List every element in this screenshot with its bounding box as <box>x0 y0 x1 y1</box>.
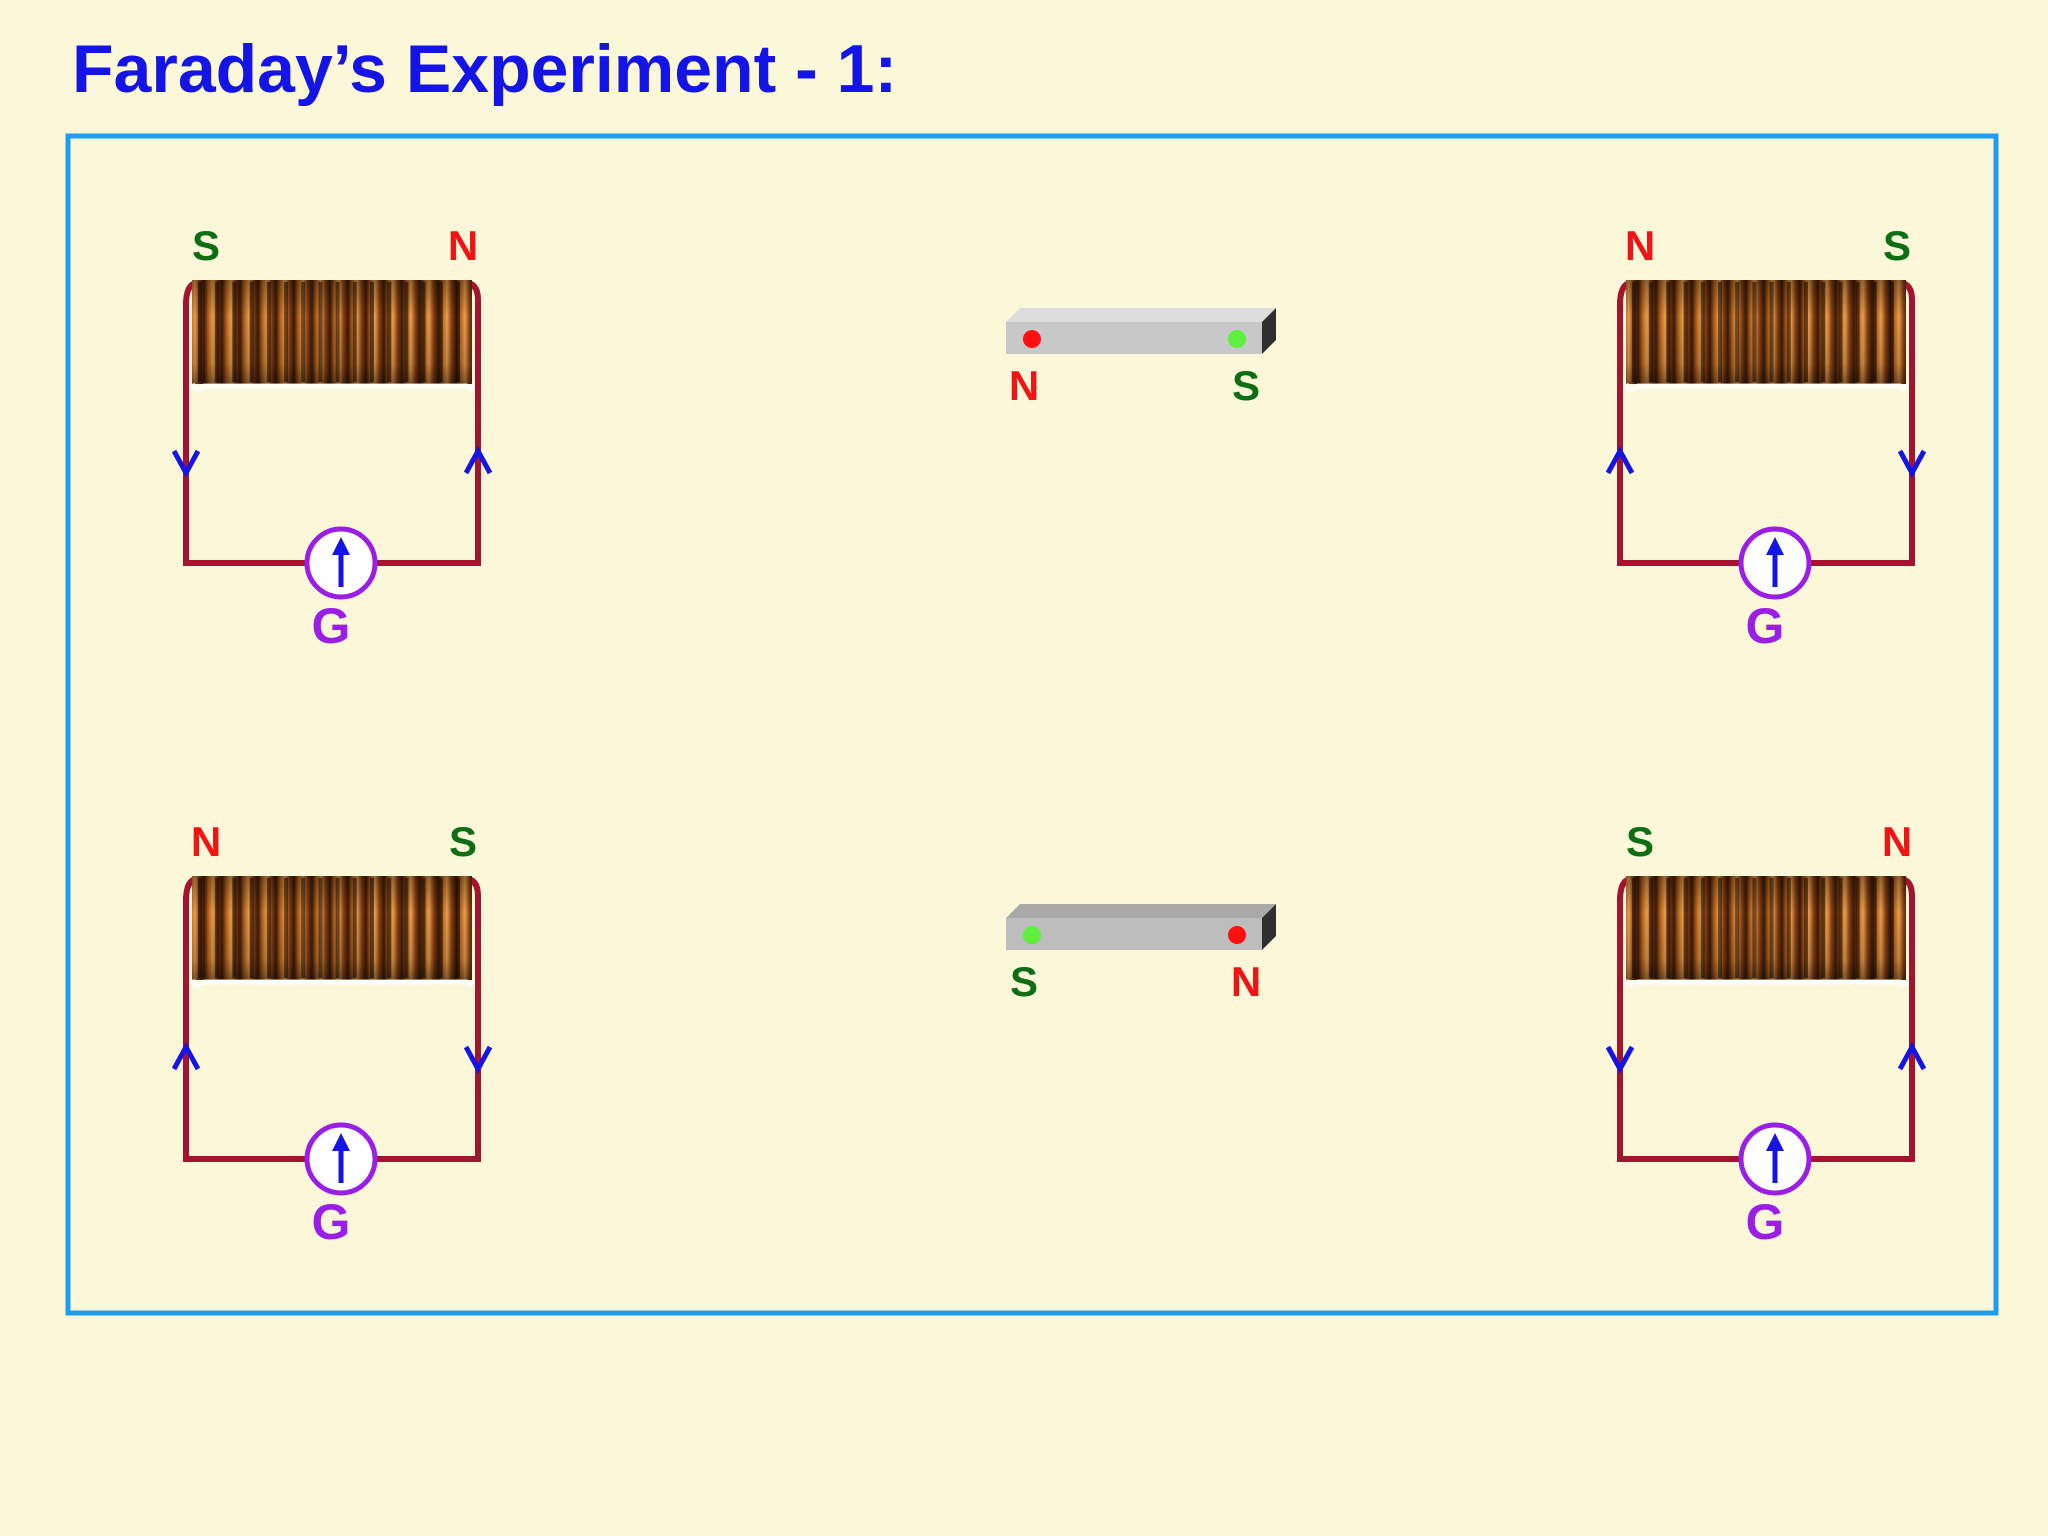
page-title: Faraday’s Experiment - 1: <box>72 31 898 107</box>
solenoid-coil <box>183 876 481 988</box>
current-arrow-up-icon <box>1605 445 1635 475</box>
galvanometer-needle-tip-icon <box>1766 1133 1784 1151</box>
galvanometer-label: G <box>312 1194 351 1250</box>
current-arrow-up-icon <box>171 1041 201 1071</box>
coil-shading <box>192 280 472 384</box>
coil-left-pole-label: N <box>1625 222 1655 269</box>
galvanometer-needle-tip-icon <box>332 537 350 555</box>
magnet-top-face <box>1006 904 1276 918</box>
coil-right-pole-label: N <box>448 222 478 269</box>
magnet-right-pole-dot <box>1228 926 1246 944</box>
coil-edge <box>1623 382 1909 392</box>
current-arrow-down-icon <box>463 1045 493 1075</box>
coil-setup: N S G <box>171 818 493 1250</box>
circuit-wire <box>183 896 481 1162</box>
coil-right-pole-label: S <box>449 818 477 865</box>
coil-edge <box>1623 978 1909 988</box>
circuit-wire <box>183 300 481 566</box>
magnet-right-pole-label: N <box>1231 958 1261 1005</box>
circuit-wire <box>1617 896 1915 1162</box>
magnet-top-face <box>1006 308 1276 322</box>
galvanometer-needle-tip-icon <box>1766 537 1784 555</box>
coil-setup: N S G <box>1605 222 1927 654</box>
coil-shading <box>192 876 472 980</box>
coil-left-pole-label: S <box>192 222 220 269</box>
magnet-front-face <box>1006 918 1262 950</box>
coil-edge <box>189 382 475 392</box>
coil-right-pole-label: N <box>1882 818 1912 865</box>
coil-left-pole-label: N <box>191 818 221 865</box>
magnet-left-pole-label: S <box>1010 958 1038 1005</box>
current-arrow-down-icon <box>1897 449 1927 479</box>
current-arrow-up-icon <box>1897 1041 1927 1071</box>
galvanometer-needle-tip-icon <box>332 1133 350 1151</box>
magnet-left-pole-dot <box>1023 926 1041 944</box>
circuit-wire <box>1617 300 1915 566</box>
coil-setup: S N G <box>171 222 493 654</box>
galvanometer: G <box>1738 526 1812 654</box>
galvanometer-label: G <box>1746 598 1785 654</box>
magnet-left-pole-dot <box>1023 330 1041 348</box>
current-arrow-up-icon <box>463 445 493 475</box>
current-arrow-down-icon <box>1605 1045 1635 1075</box>
solenoid-coil <box>1617 876 1915 988</box>
solenoid-coil <box>1617 280 1915 392</box>
coil-setup: S N G <box>1605 818 1927 1250</box>
magnet-right-pole-label: S <box>1232 362 1260 409</box>
galvanometer: G <box>304 526 378 654</box>
coil-shading <box>1626 280 1906 384</box>
galvanometer-label: G <box>1746 1194 1785 1250</box>
solenoid-coil <box>183 280 481 392</box>
coil-left-pole-label: S <box>1626 818 1654 865</box>
magnet-left-pole-label: N <box>1009 362 1039 409</box>
magnet-side-face <box>1262 308 1276 354</box>
galvanometer-label: G <box>312 598 351 654</box>
magnet-side-face <box>1262 904 1276 950</box>
current-arrow-down-icon <box>171 449 201 479</box>
coil-right-pole-label: S <box>1883 222 1911 269</box>
galvanometer: G <box>304 1122 378 1250</box>
magnet-front-face <box>1006 322 1262 354</box>
coil-edge <box>189 978 475 988</box>
coil-shading <box>1626 876 1906 980</box>
magnet-right-pole-dot <box>1228 330 1246 348</box>
galvanometer: G <box>1738 1122 1812 1250</box>
diagram-frame <box>65 133 1999 1316</box>
